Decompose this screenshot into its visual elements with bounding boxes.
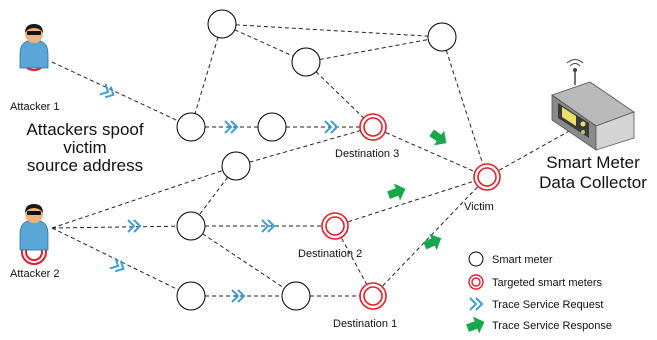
legend-targeted-label: Targeted smart meters bbox=[492, 277, 603, 289]
legend-request-icon bbox=[469, 297, 483, 311]
smart-meter-node bbox=[176, 211, 206, 241]
collector-label-line-2: Data Collector bbox=[539, 173, 647, 192]
victim-label: Victim bbox=[464, 201, 494, 213]
attacker-2-label: Attacker 2 bbox=[10, 268, 60, 280]
spoof-text-line-3: source address bbox=[27, 156, 143, 175]
smart-meter-node bbox=[257, 112, 287, 142]
legend-targeted-icon bbox=[468, 274, 484, 290]
target-destination-3 bbox=[359, 113, 387, 141]
smart-meter-node bbox=[427, 22, 457, 52]
response-arrows bbox=[385, 125, 452, 254]
spoof-text-line-2: victim bbox=[63, 138, 106, 157]
spoof-text-line-1: Attackers spoof bbox=[26, 120, 143, 139]
legend-smart-meter-label: Smart meter bbox=[492, 254, 553, 266]
smart-meter-node bbox=[291, 47, 321, 77]
legend-smart-meter-icon bbox=[468, 251, 484, 267]
destination-2-label: Destination 2 bbox=[298, 248, 362, 260]
smart-meter-node bbox=[281, 281, 311, 311]
destination-3-label: Destination 3 bbox=[335, 148, 399, 160]
collector-label-line-1: Smart Meter bbox=[546, 153, 640, 172]
attacker-1-icon bbox=[19, 24, 49, 71]
target-destination-1 bbox=[359, 282, 387, 310]
target-destination-2 bbox=[321, 212, 349, 240]
legend-response-label: Trace Service Response bbox=[492, 320, 612, 332]
smart-meter-nodes bbox=[176, 9, 457, 311]
smart-meter-node bbox=[176, 112, 206, 142]
target-victim bbox=[473, 163, 501, 191]
smart-meter-node bbox=[176, 281, 206, 311]
data-collector-device-icon bbox=[551, 59, 635, 151]
attacker-1-label: Attacker 1 bbox=[10, 101, 60, 113]
smart-meter-node bbox=[221, 151, 251, 181]
legend-response-icon bbox=[464, 313, 488, 337]
attacker-2-icon bbox=[19, 204, 49, 265]
targeted-nodes bbox=[321, 113, 501, 310]
smart-meter-node bbox=[207, 9, 237, 39]
legend-request-label: Trace Service Request bbox=[492, 299, 603, 311]
destination-1-label: Destination 1 bbox=[333, 318, 397, 330]
legend: Smart meter Targeted smart meters Trace … bbox=[464, 251, 612, 337]
